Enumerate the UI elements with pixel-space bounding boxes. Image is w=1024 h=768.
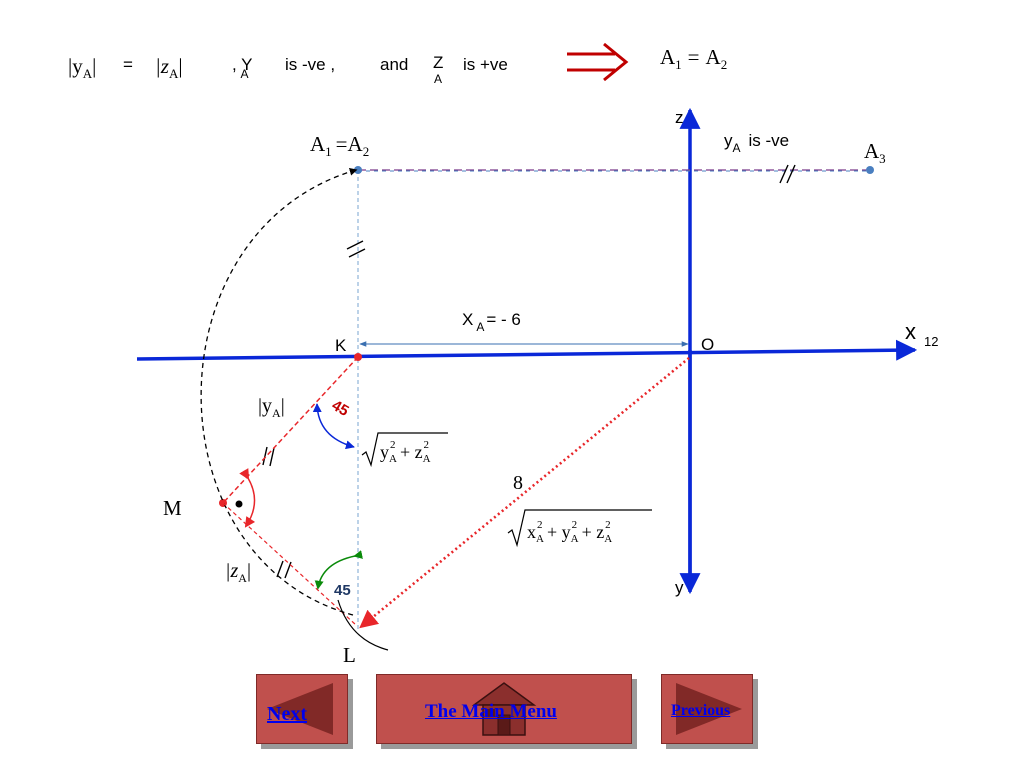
label-l: L (343, 643, 356, 667)
label-a1-a2: A1=A2 (310, 132, 369, 159)
previous-label: Previous (671, 702, 731, 719)
angle-arc-m (239, 468, 256, 528)
label-distance: 8 (513, 472, 523, 494)
home-icon (471, 682, 537, 736)
result-equation: A1=A2 (660, 45, 727, 72)
header-formula: |yA| = |zA| , YA is -ve , and Z A is +ve… (68, 42, 727, 86)
km-line (222, 356, 359, 504)
next-button[interactable]: Next (256, 674, 348, 744)
point-a3 (866, 166, 874, 174)
label-angle-top: 45 (329, 397, 352, 420)
label-x-axis: x (905, 319, 916, 344)
equals-sign: = (123, 55, 133, 74)
rotation-arc (200, 168, 358, 616)
ml-line (222, 502, 357, 626)
label-x-sub: 12 (924, 334, 938, 349)
implies-arrow-icon (567, 42, 629, 82)
za-sub: A (434, 72, 442, 86)
label-a3: A3 (864, 139, 886, 166)
sqrt-xyz-expression: xA2 + yA2 + zA2 (507, 509, 652, 548)
previous-button[interactable]: Previous (661, 674, 753, 744)
main-menu-label: The Main Menu (425, 701, 557, 722)
equal-tick-marks (262, 164, 796, 579)
label-abs-za: |zA| (225, 560, 251, 585)
sqrt-yz-text: yA2 + zA2 (380, 439, 431, 465)
main-menu-button[interactable]: The Main Menu (376, 674, 632, 744)
sqrt-xyz-text: xA2 + yA2 + zA2 (527, 519, 612, 545)
is-positive-text: is +ve (463, 55, 508, 74)
za-letter: Z (433, 53, 443, 72)
next-label: Next (267, 703, 307, 725)
and-text: and (380, 55, 408, 74)
right-angle-dot (235, 500, 243, 508)
l-curve (337, 599, 389, 651)
angle-arc-k (312, 403, 355, 450)
label-z-axis: z (675, 108, 684, 127)
label-k: K (335, 336, 347, 355)
sqrt-yz-radical-icon (361, 432, 448, 468)
sqrt-xyz-radical-icon (507, 509, 652, 548)
sqrt-yz-expression: yA2 + zA2 (361, 432, 448, 468)
label-angle-bottom: 45 (334, 582, 351, 599)
right-arrow-icon (676, 683, 742, 735)
left-arrow-icon (267, 683, 333, 735)
x-axis (136, 339, 918, 361)
is-negative-text: is -ve , (285, 55, 335, 74)
ya-sign-text: , YA (232, 55, 252, 81)
ol-distance-line (359, 356, 690, 629)
abs-bar: |yA| (68, 54, 96, 81)
label-abs-ya: |yA| (258, 395, 285, 420)
angle-arc-l (314, 550, 363, 590)
label-origin: O (701, 335, 714, 354)
label-m: M (163, 496, 182, 520)
label-y-axis: y (675, 578, 684, 597)
abs-z-header: |zA| (155, 54, 183, 81)
